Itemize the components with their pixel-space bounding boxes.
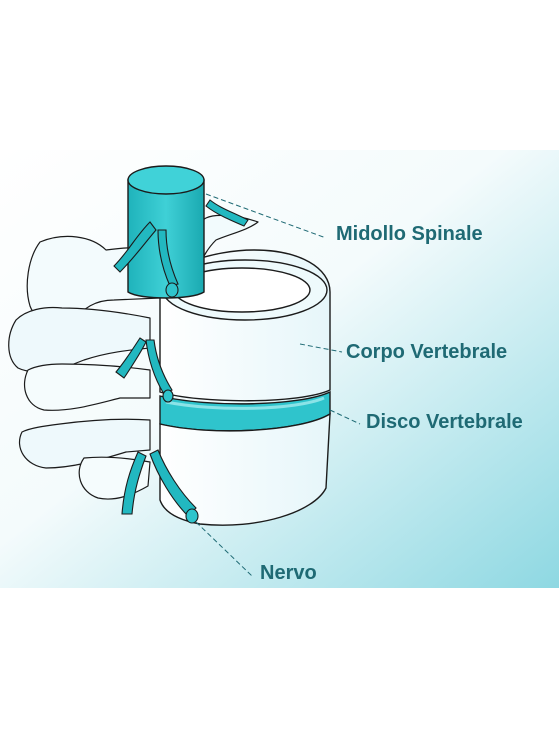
label-vertebral-disc: Disco Vertebrale <box>366 411 523 433</box>
leader-line-vertebral-disc <box>329 409 361 425</box>
label-nerve: Nervo <box>260 562 317 584</box>
vertebral-body-lower <box>159 412 331 526</box>
label-spinal-cord: Midollo Spinale <box>336 223 483 245</box>
vertebral-body-upper <box>159 249 331 402</box>
leader-line-nerve <box>195 521 253 577</box>
leader-lines <box>195 193 361 577</box>
nerve-roots <box>113 199 249 517</box>
label-vertebral-body: Corpo Vertebrale <box>346 341 508 363</box>
leader-line-vertebral-body <box>299 343 343 353</box>
leader-line-spinal-cord <box>205 193 327 239</box>
nerve-endings <box>162 282 199 524</box>
